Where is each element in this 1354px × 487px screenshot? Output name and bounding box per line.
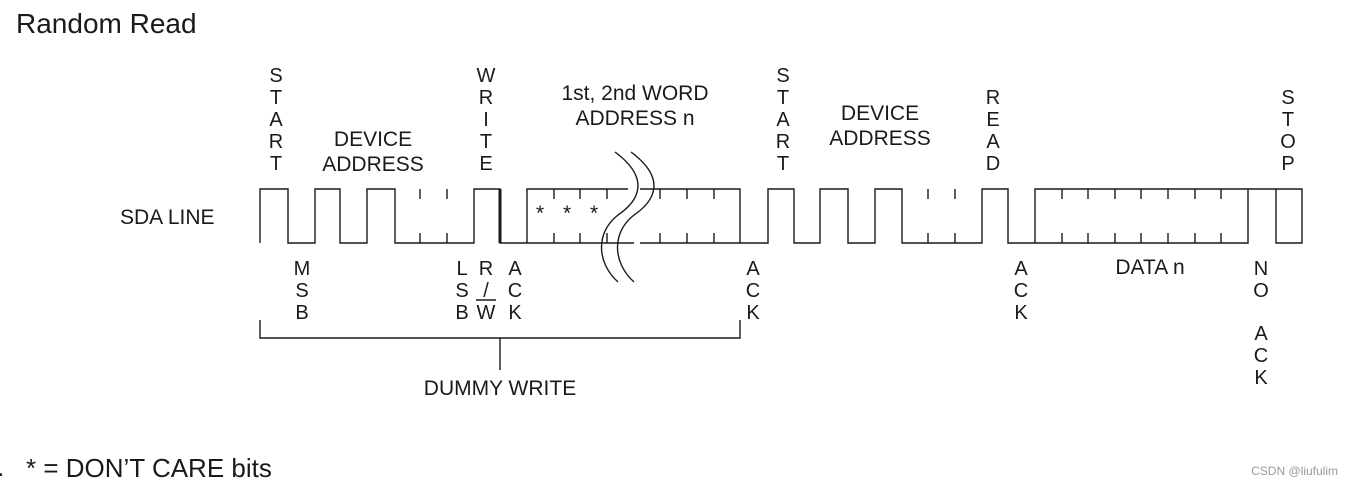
- word-address-line-1: 1st, 2nd WORD: [561, 82, 708, 105]
- no-ack-letter: K: [1254, 367, 1268, 389]
- no-ack-letter: O: [1253, 280, 1269, 302]
- dont-care-mark-2: *: [563, 202, 571, 225]
- read-letter: E: [986, 109, 999, 131]
- write-letter: E: [479, 153, 492, 175]
- lsb-letter: L: [456, 258, 467, 280]
- ack-1-letter: K: [508, 302, 522, 324]
- stop-label: S T O P: [1280, 87, 1296, 175]
- ack-3-label: A C K: [1014, 258, 1029, 324]
- sda-waveform: [259, 188, 1303, 244]
- watermark: CSDN @liufulim: [1251, 464, 1338, 478]
- address-break-curves: [600, 151, 655, 283]
- start-2-letter: A: [776, 109, 790, 131]
- device-address-2-line-2: ADDRESS: [829, 127, 931, 150]
- lsb-label: L S B: [455, 258, 468, 324]
- no-ack-letter: C: [1254, 345, 1268, 367]
- stop-letter: O: [1280, 131, 1296, 153]
- word-address-line-2: ADDRESS n: [575, 107, 694, 130]
- dummy-write-bracket: [259, 320, 741, 370]
- no-ack-label: N O A C K: [1253, 258, 1269, 389]
- start-1-letter: T: [270, 153, 282, 175]
- sda-line-label: SDA LINE: [120, 206, 215, 229]
- bit-ticks: [419, 189, 1222, 243]
- no-ack-letter: A: [1254, 323, 1268, 345]
- start-2-letter: T: [777, 87, 789, 109]
- dont-care-mark-3: *: [590, 202, 598, 225]
- start-2-letter: T: [777, 153, 789, 175]
- ack-1-label: A C K: [508, 258, 523, 324]
- msb-letter: B: [295, 302, 308, 324]
- ack-1-letter: A: [508, 258, 522, 280]
- no-ack-letter: N: [1254, 258, 1268, 280]
- diagram-title: Random Read: [16, 8, 197, 39]
- ack-2-letter: A: [746, 258, 760, 280]
- footnote: * = DON’T CARE bits: [26, 453, 272, 483]
- device-address-1-line-1: DEVICE: [334, 128, 412, 151]
- ack-2-letter: C: [746, 280, 760, 302]
- rw-letter: W: [477, 302, 496, 324]
- write-letter: I: [483, 109, 489, 131]
- msb-letter: M: [294, 258, 311, 280]
- dummy-write-label: DUMMY WRITE: [424, 377, 576, 400]
- rw-letter: /: [483, 280, 489, 302]
- stop-letter: S: [1281, 87, 1294, 109]
- ack-2-label: A C K: [746, 258, 761, 324]
- start-2-label: S T A R T: [776, 65, 791, 175]
- write-letter: T: [480, 131, 492, 153]
- ack-2-letter: K: [746, 302, 760, 324]
- write-label: W R I T E: [477, 65, 496, 175]
- read-letter: D: [986, 153, 1000, 175]
- start-2-letter: S: [776, 65, 789, 87]
- stop-letter: P: [1281, 153, 1294, 175]
- start-1-letter: S: [269, 65, 282, 87]
- ack-3-letter: K: [1014, 302, 1028, 324]
- start-2-letter: R: [776, 131, 790, 153]
- stop-letter: T: [1282, 109, 1294, 131]
- ack-3-letter: A: [1014, 258, 1028, 280]
- lsb-letter: B: [455, 302, 468, 324]
- write-letter: R: [479, 87, 493, 109]
- read-letter: A: [986, 131, 1000, 153]
- msb-label: M S B: [294, 258, 311, 324]
- footnote-bullet: .: [0, 452, 4, 482]
- read-letter: R: [986, 87, 1000, 109]
- write-letter: W: [477, 65, 496, 87]
- data-n-label: DATA n: [1115, 256, 1184, 279]
- start-1-letter: R: [269, 131, 283, 153]
- dont-care-mark-1: *: [536, 202, 544, 225]
- ack-3-letter: C: [1014, 280, 1028, 302]
- device-address-2-line-1: DEVICE: [841, 102, 919, 125]
- rw-letter: R: [479, 258, 493, 280]
- lsb-letter: S: [455, 280, 468, 302]
- ack-1-letter: C: [508, 280, 522, 302]
- device-address-1-line-2: ADDRESS: [322, 153, 424, 176]
- msb-letter: S: [295, 280, 308, 302]
- start-1-letter: A: [269, 109, 283, 131]
- start-1-label: S T A R T: [269, 65, 284, 175]
- start-1-letter: T: [270, 87, 282, 109]
- read-label: R E A D: [986, 87, 1001, 175]
- rw-label: R / W: [476, 258, 496, 324]
